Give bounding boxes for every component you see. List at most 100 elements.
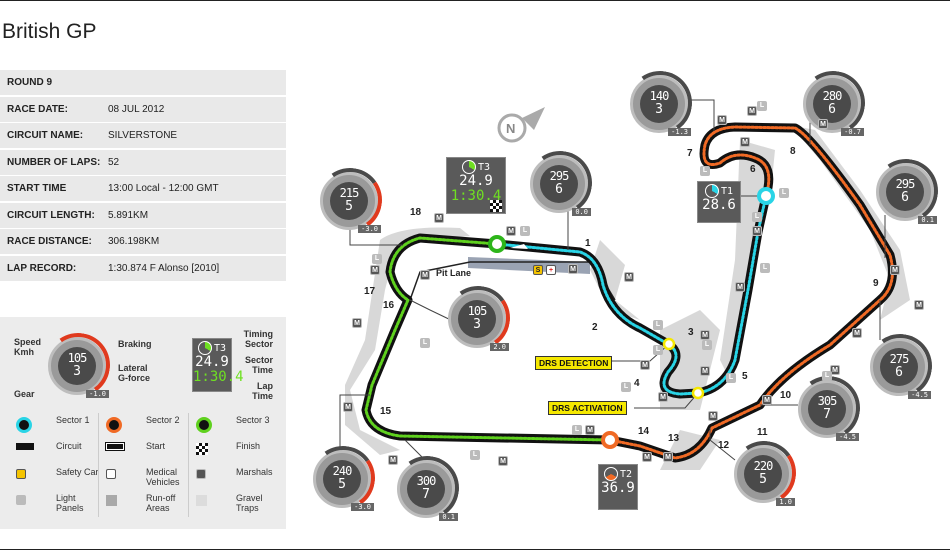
gauge-gear: 3 xyxy=(73,364,81,379)
info-label: CIRCUIT NAME: xyxy=(7,130,84,141)
gauge-gear: 6 xyxy=(895,365,903,380)
info-value: 306.198KM xyxy=(108,236,160,247)
legend: Speed Kmh Braking Lateral G-force Gear 1… xyxy=(0,317,286,529)
light-panel-icon: L xyxy=(653,345,663,355)
turn-number: 8 xyxy=(790,146,796,157)
gauge-gear: 5 xyxy=(338,477,346,492)
turn-number: 3 xyxy=(688,327,694,338)
info-value: SILVERSTONE xyxy=(108,130,178,141)
gauge-gear: 7 xyxy=(823,407,831,422)
legend-item-label: Run-off Areas xyxy=(146,493,176,513)
marshal-icon: M xyxy=(568,264,578,274)
timing-sector-label: T3 xyxy=(213,342,227,354)
medical-icon xyxy=(106,469,116,479)
gauge-speed: 295 xyxy=(895,177,916,191)
bottom-rule xyxy=(0,549,950,550)
legend-timing-sector-label: Timing Sector xyxy=(243,329,273,349)
info-value: 5.891KM xyxy=(108,209,149,221)
marshal-icon: M xyxy=(735,282,745,292)
drs-detection-label: DRS DETECTION xyxy=(535,356,613,370)
runoff-icon xyxy=(106,495,117,506)
drs-activation-label: DRS ACTIVATION xyxy=(548,401,627,415)
light-panel-icon: L xyxy=(757,101,767,111)
gauge-speed: 295 xyxy=(549,169,570,183)
info-label: START TIME xyxy=(7,183,67,194)
page-title: British GP xyxy=(2,20,97,43)
gauge-speed: 300 xyxy=(416,474,437,488)
marshal-icon: M xyxy=(498,456,508,466)
drs-activation-point xyxy=(691,386,705,400)
info-row: NUMBER OF LAPS:52 xyxy=(0,149,286,175)
turn-number: 10 xyxy=(780,390,792,401)
info-label: LAP RECORD: xyxy=(7,262,77,274)
turn-number: 2 xyxy=(592,322,598,333)
sector1-marker xyxy=(757,187,775,205)
gauge-speed: 305 xyxy=(817,394,838,408)
sector3-track xyxy=(364,236,612,442)
gauge-speed: 105 xyxy=(467,304,488,318)
marshal-icon: M xyxy=(890,265,900,275)
sector2-icon xyxy=(106,417,122,433)
turn-number: 7 xyxy=(687,148,693,159)
sector-dial-icon xyxy=(197,341,212,355)
sector-time: 36.9 xyxy=(601,480,635,496)
pit-lane-label: Pit Lane xyxy=(436,268,472,278)
compass-icon xyxy=(497,107,545,143)
lap-time: 1:30.4 xyxy=(193,369,244,385)
drs-detection-point xyxy=(662,337,676,351)
legend-speed-label: Speed Kmh xyxy=(14,337,42,357)
marshal-icon: M xyxy=(752,226,762,236)
marshal-icon: M xyxy=(830,365,840,375)
light-panel-icon: L xyxy=(420,338,430,348)
legend-braking-label: Braking xyxy=(118,339,152,349)
medical-icon: + xyxy=(546,265,556,275)
gauge-speed: 275 xyxy=(889,352,910,366)
light-panel-icon: L xyxy=(700,166,710,176)
sector-dial-icon xyxy=(461,160,476,174)
gauge-gear: 3 xyxy=(655,102,663,117)
legend-item-label: Finish xyxy=(236,441,261,451)
turn-number: 17 xyxy=(364,286,376,297)
gauge-gforce: 1.0 xyxy=(776,498,795,506)
marshal-icon: M xyxy=(762,395,772,405)
legend-item-label: Circuit xyxy=(56,441,82,451)
light-panel-icon: L xyxy=(653,320,663,330)
turn-number: 9 xyxy=(873,278,879,289)
marshal-icon: M xyxy=(388,455,398,465)
legend-item-label: Gravel Traps xyxy=(236,493,263,513)
gauge-gforce: -0.7 xyxy=(841,128,864,136)
timing-sector: T1 xyxy=(698,184,740,198)
gauge-gforce: 0.1 xyxy=(439,513,458,521)
info-label: RACE DATE: xyxy=(7,103,68,115)
turn-number: 6 xyxy=(750,164,756,175)
gauge-gforce: -3.0 xyxy=(351,503,374,511)
gauge-gear: 5 xyxy=(345,199,353,214)
gauge-speed: 240 xyxy=(332,464,353,478)
checkered-flag-icon xyxy=(490,200,502,212)
sector3-marker xyxy=(488,235,506,253)
marshal-icon: M xyxy=(717,115,727,125)
legend-sector-time-label: Sector Time xyxy=(244,355,273,375)
gauge-gear: 6 xyxy=(555,182,563,197)
marshal-icon: M xyxy=(640,360,650,370)
